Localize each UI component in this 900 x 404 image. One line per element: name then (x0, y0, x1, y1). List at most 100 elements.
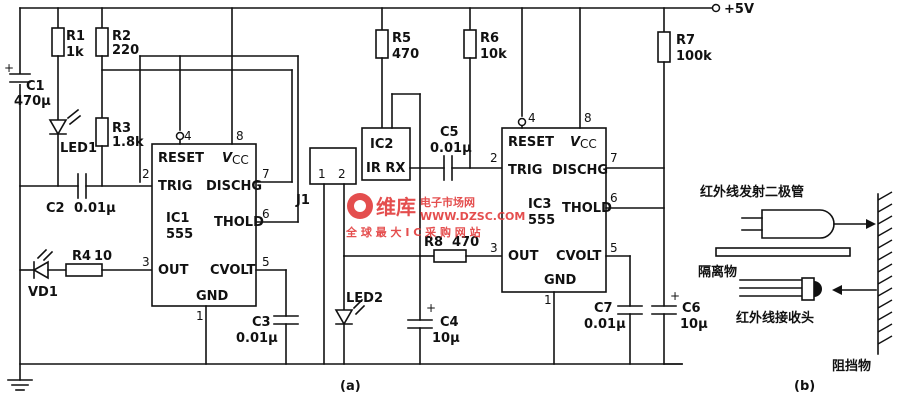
ic1-out: OUT (158, 263, 189, 278)
c7-value: 0.01μ (584, 317, 626, 332)
ground-rail (7, 7, 683, 391)
c3-value: 0.01μ (236, 331, 278, 346)
ic1-vcc: V (222, 151, 233, 166)
ic1-cvolt: CVOLT (210, 263, 256, 278)
r4-value: 10 (94, 249, 112, 264)
capacitor-c5: C5 0.01μ (430, 125, 503, 181)
ic2-ir-receiver: IC2 IR RX (361, 93, 445, 321)
ic3-dischg: DISCHG (552, 163, 608, 178)
ic3-thold: THOLD (562, 201, 612, 216)
ic1-pin6: 6 (262, 207, 270, 221)
ic1-thold: THOLD (214, 215, 264, 230)
ic2-pins: IR RX (366, 161, 405, 176)
ic3-pin7: 7 (610, 151, 618, 165)
ic1-pin2: 2 (142, 167, 150, 181)
panel-a-label: (a) (340, 379, 361, 394)
supply-rail: +5V (19, 2, 754, 17)
c4-name: C4 (440, 315, 459, 330)
r1-name: R1 (66, 29, 85, 44)
c1-name: C1 (26, 79, 45, 94)
r6-name: R6 (480, 31, 499, 46)
capacitor-c6: + C6 10μ (651, 289, 708, 365)
receiver-label: 红外线接收头 (736, 310, 814, 326)
c4-value: 10μ (432, 331, 460, 346)
isolator-label: 隔离物 (698, 264, 737, 280)
ic1-vcc-sub: CC (232, 153, 249, 167)
ic1-dischg: DISCHG (206, 179, 262, 194)
r3-value: 1.8k (112, 135, 144, 150)
c5-name: C5 (440, 125, 459, 140)
resistor-r5: R5 470 (375, 7, 419, 129)
ic3-vcc-sub: CC (580, 137, 597, 151)
r7-value: 100k (676, 49, 712, 64)
resistor-r2-r3-branch: R2 220 R3 1.8k (95, 7, 299, 187)
c1-value: 470μ (14, 94, 51, 109)
c7-name: C7 (594, 301, 613, 316)
r2-value: 220 (112, 43, 139, 58)
capacitor-c2: C2 0.01μ (19, 173, 153, 216)
resistor-r6: R6 10k (463, 7, 507, 169)
c3-name: C3 (252, 315, 271, 330)
j1-jumper: J1 1 2 (295, 147, 357, 365)
emitter-label: 红外线发射二极管 (700, 184, 804, 200)
capacitor-c7-label: C7 0.01μ (584, 301, 626, 332)
watermark: 维库 电子市场网 WWW.DZSC.COM 全 球 最 大 I C 采 购 网 … (345, 193, 525, 239)
ir-emitter-led (761, 209, 835, 239)
ic3-cvolt: CVOLT (556, 249, 602, 264)
resistor-r8: R8 470 (419, 235, 503, 263)
capacitor-c4: + C4 10μ (407, 301, 460, 365)
ic3-555: 4 8 2 7 6 3 5 1 RESET V CC TRIG DISCHG I… (490, 7, 665, 365)
ic1-pin8: 8 (236, 129, 244, 143)
c4-plus: + (426, 301, 436, 315)
j1-pin1: 1 (318, 167, 326, 181)
supply-label: +5V (724, 2, 754, 17)
panel-b-sensor-diagram: 红外线发射二极管 隔离物 红外线接收头 阻挡物 (698, 184, 893, 374)
r6-value: 10k (480, 47, 507, 62)
ic1-555: 4 8 2 7 6 3 5 1 RESET V CC TRIG DISCHG I… (142, 7, 299, 365)
c6-plus: + (670, 289, 680, 303)
c5-value: 0.01μ (430, 141, 472, 156)
r3-name: R3 (112, 121, 131, 136)
resistor-r7: R7 100k (657, 7, 712, 307)
c6-name: C6 (682, 301, 701, 316)
ic1-pin4: 4 (184, 129, 192, 143)
vd1-diode: VD1 (19, 248, 67, 300)
r5-name: R5 (392, 31, 411, 46)
ic3-pin5: 5 (610, 241, 618, 255)
ic3-pin6: 6 (610, 191, 618, 205)
ic3-pin8: 8 (584, 111, 592, 125)
ic3-name: IC3 (528, 197, 551, 212)
ic3-trig: TRIG (508, 163, 542, 178)
r5-value: 470 (392, 47, 419, 62)
watermark-brand: 维库 (376, 195, 416, 219)
j1-name: J1 (295, 193, 310, 208)
r8-name: R8 (424, 235, 443, 250)
r8-value: 470 (452, 235, 479, 250)
c1-plus: + (4, 61, 14, 75)
ic3-out: OUT (508, 249, 539, 264)
panel-b-label: (b) (794, 379, 815, 394)
ic1-part: 555 (166, 227, 193, 242)
c2-name: C2 (46, 201, 65, 216)
r7-name: R7 (676, 33, 695, 48)
ic3-part: 555 (528, 213, 555, 228)
ic3-pin1: 1 (544, 293, 552, 307)
watermark-brand2: 电子市场网 (420, 195, 475, 209)
ir-receiver-head (801, 277, 815, 301)
led1: LED1 (48, 108, 97, 187)
led2: LED2 (334, 255, 421, 365)
capacitor-c3-label: C3 0.01μ (236, 315, 278, 346)
r1-value: 1k (66, 45, 84, 60)
ic2-name: IC2 (370, 137, 393, 152)
isolator-bar (715, 247, 851, 257)
ic1-pin5: 5 (262, 255, 270, 269)
j1-pin2: 2 (338, 167, 346, 181)
ic1-gnd: GND (196, 289, 229, 304)
ic3-vcc: V (570, 135, 581, 150)
ic1-pin7: 7 (262, 167, 270, 181)
capacitor-c1: + C1 470μ (4, 61, 51, 109)
ic1-pin3: 3 (142, 255, 150, 269)
c2-value: 0.01μ (74, 201, 116, 216)
watermark-slogan: 全 球 最 大 I C 采 购 网 站 (345, 225, 481, 239)
